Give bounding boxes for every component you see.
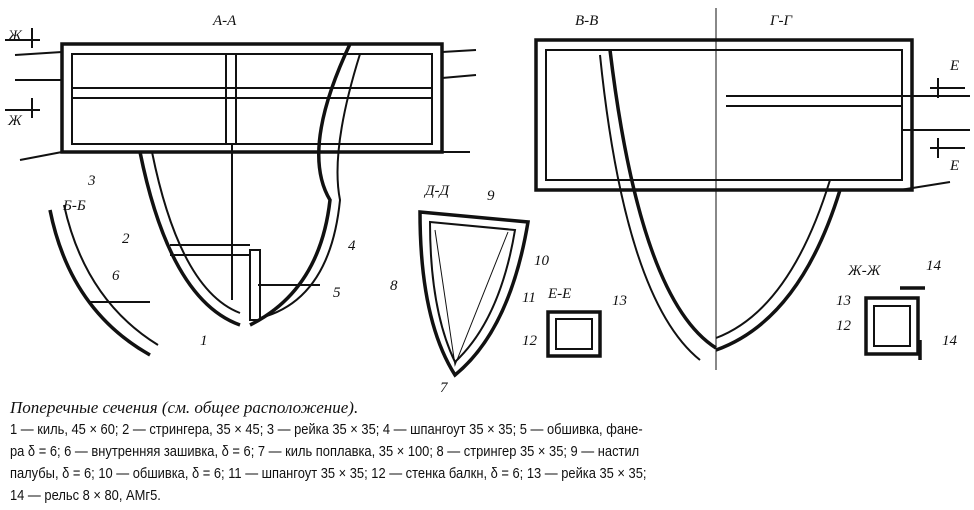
callout-10: 10 <box>534 253 550 269</box>
marker-e-bottom: Е <box>949 158 959 174</box>
section-a-a <box>14 42 477 327</box>
section-b-b <box>48 204 159 357</box>
section-label-d-d: Д-Д <box>423 183 451 199</box>
section-e-e <box>546 310 602 358</box>
callout-7: 7 <box>440 380 449 396</box>
callout-12: 12 <box>522 333 538 349</box>
caption-line: ра δ = 6; 6 — внутренняя зашивка, δ = 6;… <box>10 443 640 460</box>
callout-11: 11 <box>522 290 536 306</box>
callout-3: 3 <box>87 173 96 189</box>
section-v-v-g-g <box>534 8 970 370</box>
callout-4: 4 <box>348 238 356 254</box>
marker-e-top: Е <box>949 58 959 74</box>
callout-1: 1 <box>200 333 208 349</box>
section-label-e-e: Е-Е <box>547 286 571 302</box>
callout-14-bottom: 14 <box>942 333 958 349</box>
callout-2: 2 <box>122 231 130 247</box>
section-label-zh-zh: Ж-Ж <box>847 263 882 279</box>
callout-6: 6 <box>112 268 120 284</box>
section-label-v-v: В-В <box>575 13 598 29</box>
caption-line: палубы, δ = 6; 10 — обшивка, δ = 6; 11 —… <box>10 465 647 482</box>
caption-line: 14 — рельс 8 × 80, АМг5. <box>10 487 161 504</box>
drawing: А-А Ж Ж Б-Б Д-Д Е-Е В-В Г-Г Е Е Ж-Ж 1 2 … <box>5 8 970 396</box>
marker-zh-bottom: Ж <box>7 113 23 129</box>
callout-13b: 13 <box>836 293 851 309</box>
callout-9: 9 <box>487 188 495 204</box>
section-label-b-b: Б-Б <box>62 198 86 214</box>
callout-5: 5 <box>333 285 341 301</box>
callout-13: 13 <box>612 293 627 309</box>
section-zh-zh <box>864 296 920 356</box>
callout-8: 8 <box>390 278 398 294</box>
callout-14-top: 14 <box>926 258 942 274</box>
section-d-d <box>418 210 531 378</box>
callout-12b: 12 <box>836 318 852 334</box>
caption-title: Поперечные сечения (см. общее расположен… <box>10 398 359 417</box>
marker-zh-top: Ж <box>7 28 23 44</box>
caption-line: 1 — киль, 45 × 60; 2 — стрингера, 35 × 4… <box>10 421 643 438</box>
section-label-g-g: Г-Г <box>769 13 794 29</box>
section-label-a-a: А-А <box>212 13 237 29</box>
